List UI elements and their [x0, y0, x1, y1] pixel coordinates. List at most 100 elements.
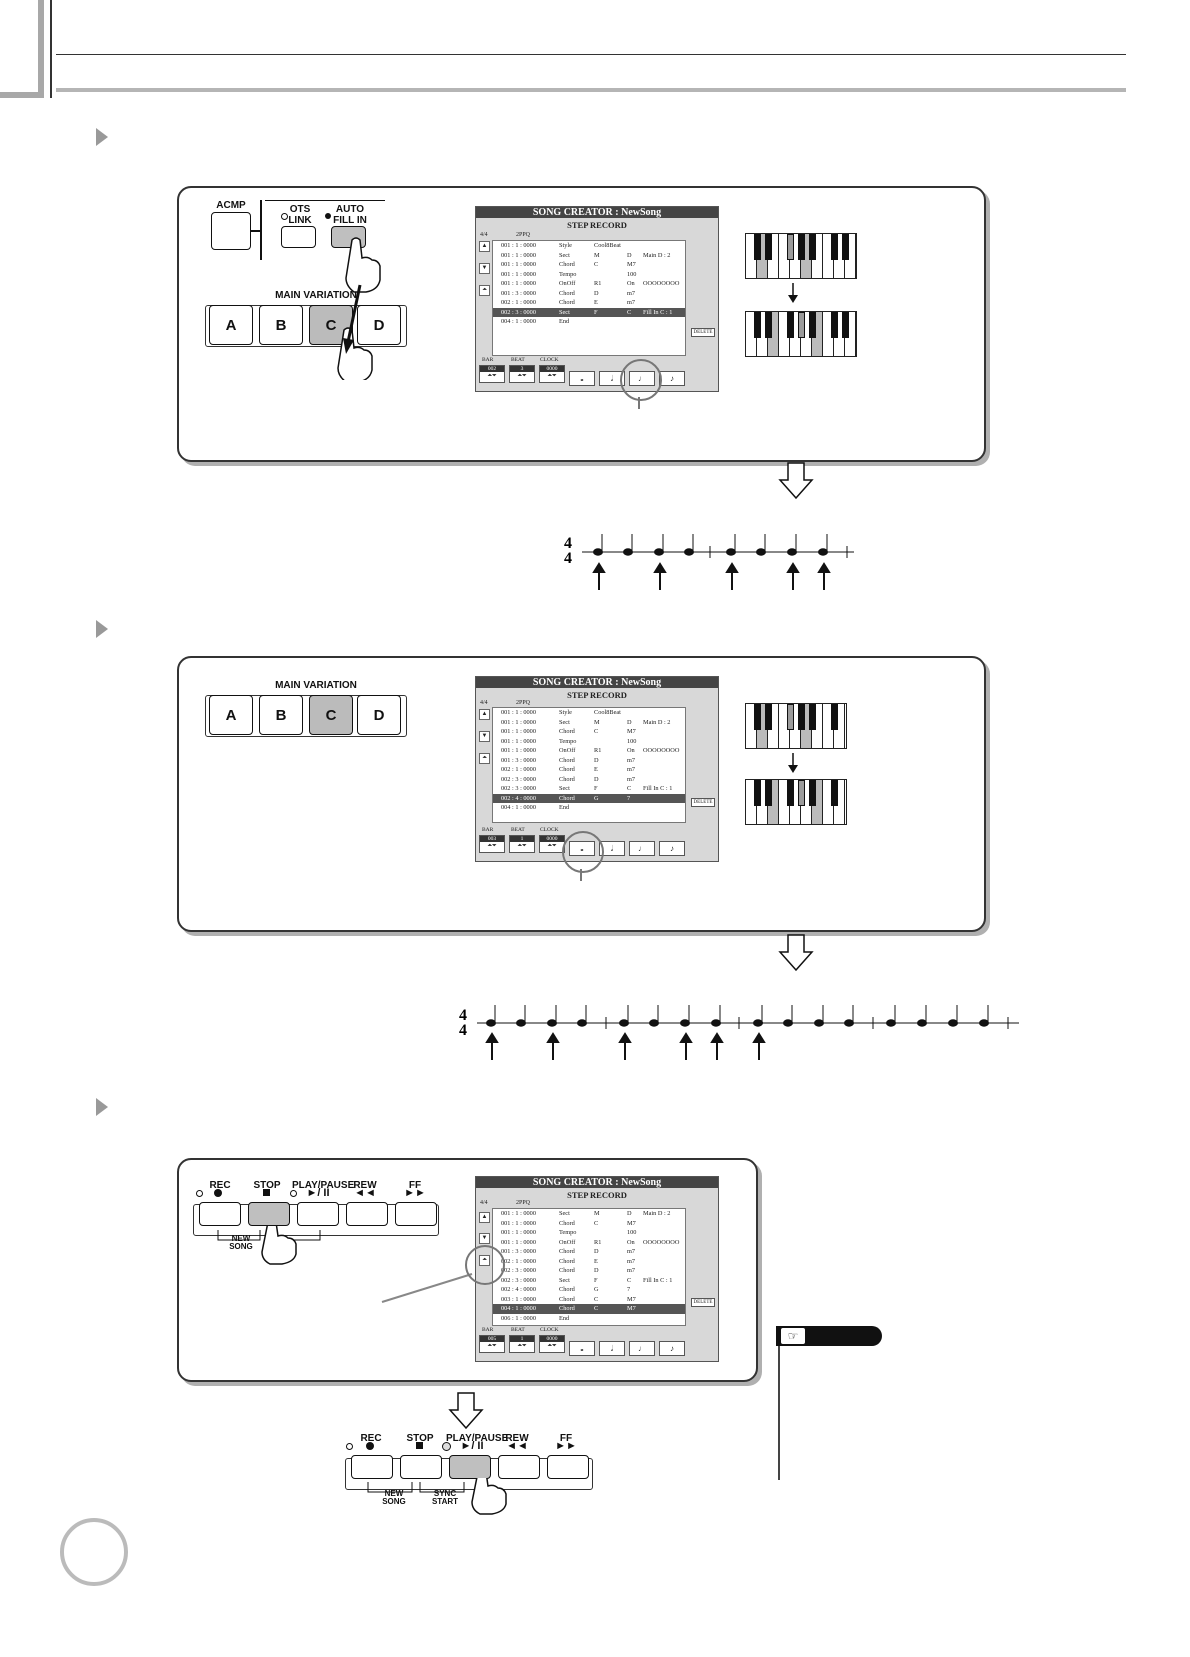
- delete-button[interactable]: DELETE: [691, 1298, 715, 1307]
- section-a-button[interactable]: A: [209, 695, 253, 735]
- rec-button[interactable]: [351, 1455, 393, 1479]
- clock-knob[interactable]: 0000⏶⏷: [539, 1335, 565, 1353]
- ots-link-button[interactable]: [281, 226, 316, 248]
- section-b-button[interactable]: B: [259, 695, 303, 735]
- scroll-up-button[interactable]: ▲: [479, 241, 490, 252]
- whole-note-button[interactable]: 𝅝: [569, 371, 595, 386]
- scroll-down-button[interactable]: ▼: [479, 731, 490, 742]
- stop-button[interactable]: [400, 1455, 442, 1479]
- ff-button[interactable]: [547, 1455, 589, 1479]
- play-pause-button[interactable]: [297, 1202, 339, 1226]
- black-key: [764, 312, 772, 338]
- list-cell: OnOff: [559, 1238, 576, 1246]
- clock-knob[interactable]: 0000⏶⏷: [539, 365, 565, 383]
- scroll-down-button[interactable]: ▼: [479, 263, 490, 274]
- beat-knob[interactable]: 1⏶⏷: [509, 835, 535, 853]
- list-cell: 001 : 1 : 0000: [501, 242, 536, 249]
- list-cell: [643, 756, 683, 766]
- list-cell: End: [559, 318, 570, 325]
- step-marker-icon: [96, 128, 108, 146]
- rewind-icon: ◄◄: [506, 1440, 528, 1452]
- section-a-button[interactable]: A: [209, 305, 253, 345]
- beat-knob[interactable]: 1⏶⏷: [509, 1335, 535, 1353]
- notation-staff-2: 4 4: [459, 1005, 1019, 1060]
- section-d-button[interactable]: D: [357, 695, 401, 735]
- bar-knob[interactable]: 002⏶⏷: [479, 365, 505, 383]
- eighth-note-button[interactable]: ♪: [659, 371, 685, 386]
- play-pause-button[interactable]: [449, 1455, 491, 1479]
- scroll-up-button[interactable]: ▲: [479, 709, 490, 720]
- rew-button[interactable]: [498, 1455, 540, 1479]
- quarter-note-button[interactable]: ♩: [629, 841, 655, 856]
- list-cell: R1: [594, 280, 602, 287]
- bar-knob[interactable]: 003⏶⏷: [479, 835, 505, 853]
- eighth-note-button[interactable]: ♪: [659, 1341, 685, 1356]
- list-cell: M7: [627, 1295, 636, 1303]
- whole-note-button[interactable]: 𝅝: [569, 1341, 595, 1356]
- rec-button[interactable]: [199, 1202, 241, 1226]
- ff-button[interactable]: [395, 1202, 437, 1226]
- beat-knob[interactable]: 3⏶⏷: [509, 365, 535, 383]
- section-c-button[interactable]: C: [309, 695, 353, 735]
- callout-line: [638, 397, 640, 409]
- scroll-top-button[interactable]: ⏶: [479, 753, 490, 764]
- list-cell: OOOOOOOO: [643, 1238, 680, 1246]
- black-key: [808, 780, 816, 806]
- delete-button[interactable]: DELETE: [691, 798, 715, 807]
- rew-button[interactable]: [346, 1202, 388, 1226]
- scroll-down-button[interactable]: ▼: [479, 1233, 490, 1244]
- black-key: [797, 780, 805, 806]
- delete-button[interactable]: DELETE: [691, 328, 715, 337]
- eighth-note-button[interactable]: ♪: [659, 841, 685, 856]
- bar-knob[interactable]: 005⏶⏷: [479, 1335, 505, 1353]
- bracket-line-top: [265, 200, 385, 201]
- list-cell: 002 : 1 : 0000: [501, 1257, 536, 1265]
- scroll-top-button[interactable]: ⏶: [479, 285, 490, 296]
- list-cell: [643, 1228, 683, 1238]
- half-note-button[interactable]: 𝅗𝅥: [599, 1341, 625, 1356]
- acmp-button[interactable]: [211, 212, 251, 250]
- section-d-button[interactable]: D: [357, 305, 401, 345]
- stop-button[interactable]: [248, 1202, 290, 1226]
- quarter-note-button[interactable]: ♩: [629, 1341, 655, 1356]
- list-cell: Tempo: [559, 737, 577, 745]
- header-vertical-rule: [50, 0, 52, 98]
- scroll-up-button[interactable]: ▲: [479, 1212, 490, 1223]
- section-b-button[interactable]: B: [259, 305, 303, 345]
